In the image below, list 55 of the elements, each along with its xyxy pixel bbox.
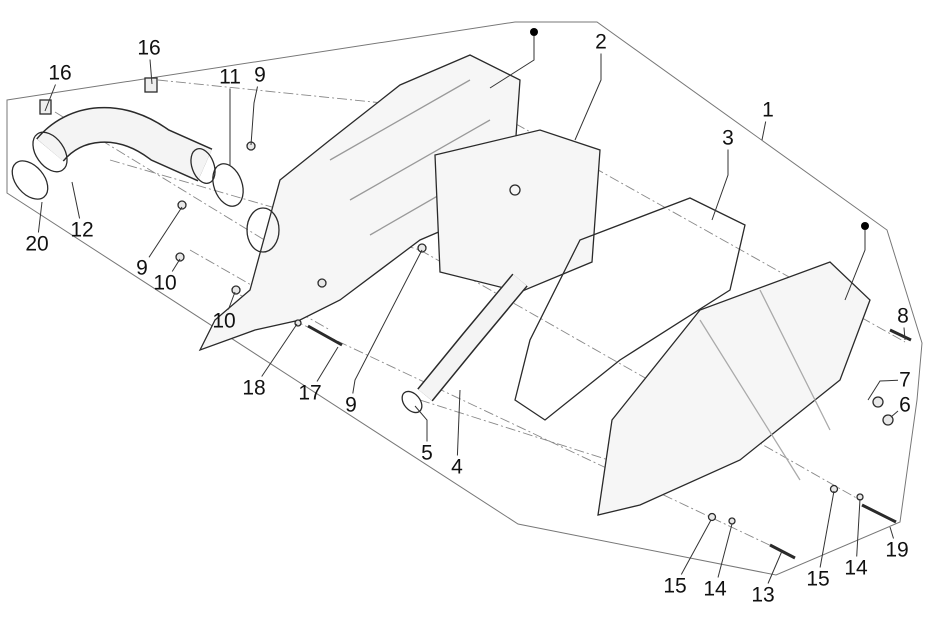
callout-number: 8 (896, 304, 910, 328)
callout-number: 1 (761, 98, 775, 122)
leader-line (38, 202, 42, 233)
leader-line (890, 526, 894, 539)
leader-line (762, 121, 766, 140)
leader-line (844, 230, 866, 300)
callout-number: 13 (750, 584, 776, 606)
leader-line (680, 520, 712, 575)
callout-number: 14 (702, 578, 728, 600)
leader-line (868, 380, 898, 400)
leader-dot (861, 222, 869, 230)
callout-number: 16 (47, 62, 73, 84)
callout-number: 18 (241, 376, 267, 400)
leader-line (490, 36, 534, 88)
callout-number: 5 (420, 442, 434, 464)
leader-line (172, 258, 180, 272)
callout-number: 12 (69, 218, 95, 242)
leader-line (820, 490, 834, 568)
leader-line (261, 324, 298, 377)
leader-line (856, 498, 860, 557)
leader-line (414, 406, 428, 442)
leader-line (904, 327, 906, 340)
leader-line (44, 84, 56, 112)
callout-number: 4 (450, 456, 464, 478)
leader-line (148, 206, 182, 258)
callout-number: 9 (135, 256, 149, 280)
leader-line (574, 53, 602, 140)
callout-number: 10 (152, 272, 178, 294)
leader-dot (530, 28, 538, 36)
leader-line (150, 59, 152, 84)
leader-line (352, 250, 422, 394)
callout-number: 17 (297, 382, 323, 404)
leader-line (228, 292, 236, 310)
leader-line (250, 86, 258, 146)
leader-line (712, 149, 728, 220)
callout-number: 9 (344, 394, 358, 416)
callout-number: 10 (211, 310, 237, 332)
callout-number: 15 (805, 568, 831, 590)
leader-line (456, 390, 460, 456)
callout-number: 15 (662, 574, 688, 598)
callout-number: 20 (24, 232, 50, 256)
leader-line (768, 550, 782, 584)
callout-number: 11 (218, 66, 242, 88)
leader-line (316, 346, 338, 382)
callout-number: 19 (884, 538, 910, 562)
callout-number: 3 (721, 126, 735, 150)
leader-line (72, 182, 80, 219)
leader-line (890, 410, 898, 418)
callout-number: 6 (898, 394, 912, 416)
callout-number: 2 (594, 30, 608, 54)
callout-number: 16 (136, 36, 162, 60)
callout-number: 9 (253, 64, 267, 86)
leader-line (718, 524, 732, 578)
callout-number: 14 (843, 556, 869, 580)
callout-number: 7 (898, 368, 912, 392)
